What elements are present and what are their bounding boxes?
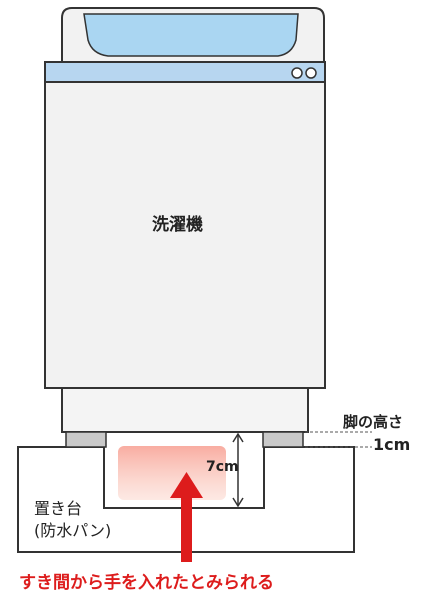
control-knob-icon bbox=[305, 67, 317, 79]
leg-height-label: 脚の高さ bbox=[343, 413, 404, 431]
gap-height-value: 7cm bbox=[206, 459, 239, 475]
red-arrow-up-icon bbox=[170, 472, 203, 498]
caption: すき間から手を入れたとみられる bbox=[19, 573, 274, 593]
stand-label: 置き台 (防水パン) bbox=[34, 498, 111, 542]
machine-leg-right bbox=[262, 431, 304, 448]
control-panel bbox=[44, 61, 326, 83]
leg-height-value: 1cm bbox=[373, 435, 411, 454]
machine-label: 洗濯機 bbox=[152, 215, 203, 235]
machine-lid bbox=[83, 13, 299, 57]
machine-body bbox=[44, 81, 326, 389]
machine-base bbox=[61, 387, 309, 433]
dimension-arrowhead-down-icon bbox=[232, 497, 244, 508]
machine-leg-left bbox=[65, 431, 107, 448]
gap-highlight bbox=[118, 446, 226, 500]
stand-label-line1: 置き台 bbox=[34, 499, 83, 518]
stand-label-line2: (防水パン) bbox=[34, 521, 112, 540]
dimension-arrowhead-up-icon bbox=[232, 432, 244, 443]
control-knob-icon bbox=[291, 67, 303, 79]
red-arrow-shaft bbox=[181, 492, 192, 562]
